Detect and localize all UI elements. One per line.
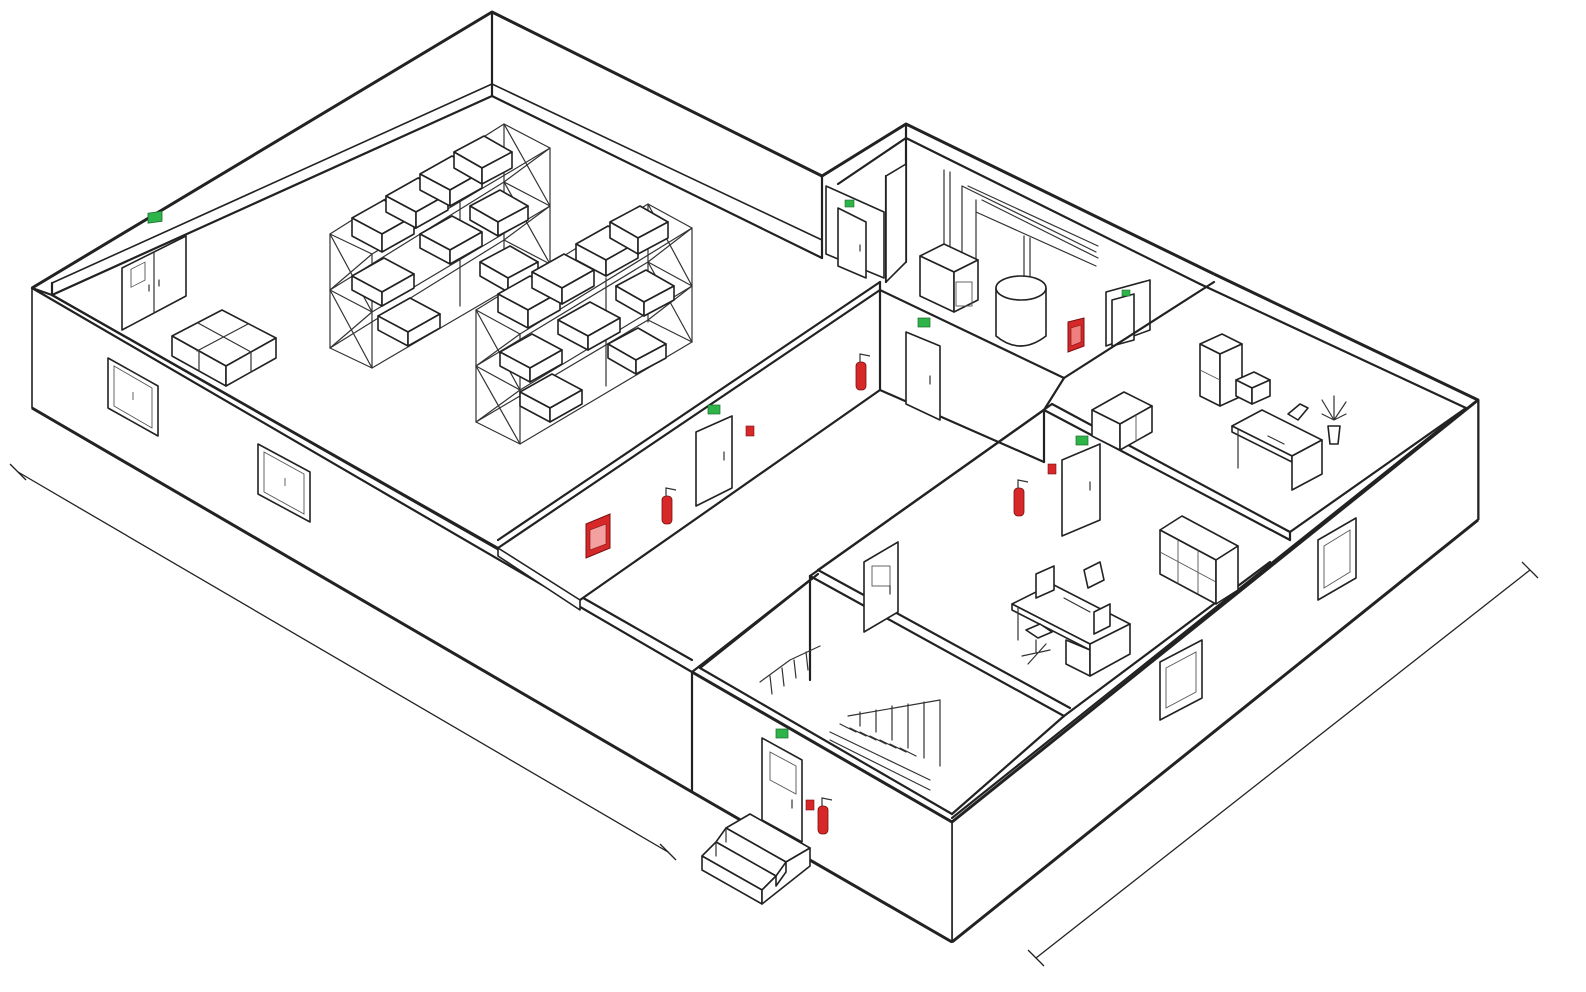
dimension-line-right <box>1027 561 1539 967</box>
fire-extinguisher-icon <box>855 353 871 391</box>
stairs <box>759 645 941 791</box>
fire-hose-cabinet-icon <box>585 513 611 559</box>
entrance-door <box>761 728 833 843</box>
pallet-boxes <box>171 309 277 387</box>
window-2 <box>257 443 311 523</box>
entrance-steps <box>701 813 811 905</box>
water-tank <box>995 275 1047 347</box>
window-3 <box>1317 517 1357 601</box>
fire-extinguisher-icon <box>1013 479 1029 517</box>
warehouse-double-door <box>121 235 187 331</box>
fire-alarm-button-icon <box>1047 463 1057 475</box>
storage-rack-1 <box>329 123 551 369</box>
exit-sign-icon <box>707 404 721 415</box>
office-1-furniture <box>1091 333 1347 491</box>
boiler-room <box>821 122 1215 380</box>
fire-hose-cabinet-icon <box>1067 317 1085 353</box>
exit-sign-icon <box>147 210 163 224</box>
corridor-door-1 <box>695 415 733 507</box>
fire-extinguisher-icon <box>817 797 833 835</box>
fire-alarm-button-icon <box>745 425 755 437</box>
hallway-door <box>863 541 899 633</box>
window-4 <box>1159 639 1203 721</box>
window-1 <box>107 357 159 437</box>
fire-extinguisher-icon <box>661 487 677 525</box>
office-2 <box>1011 435 1239 677</box>
storage-rack-2 <box>475 203 693 445</box>
corridor-door-2 <box>905 331 941 421</box>
dimension-line-left <box>9 463 677 861</box>
exit-sign-icon <box>917 317 931 328</box>
fire-alarm-button-icon <box>805 799 815 811</box>
